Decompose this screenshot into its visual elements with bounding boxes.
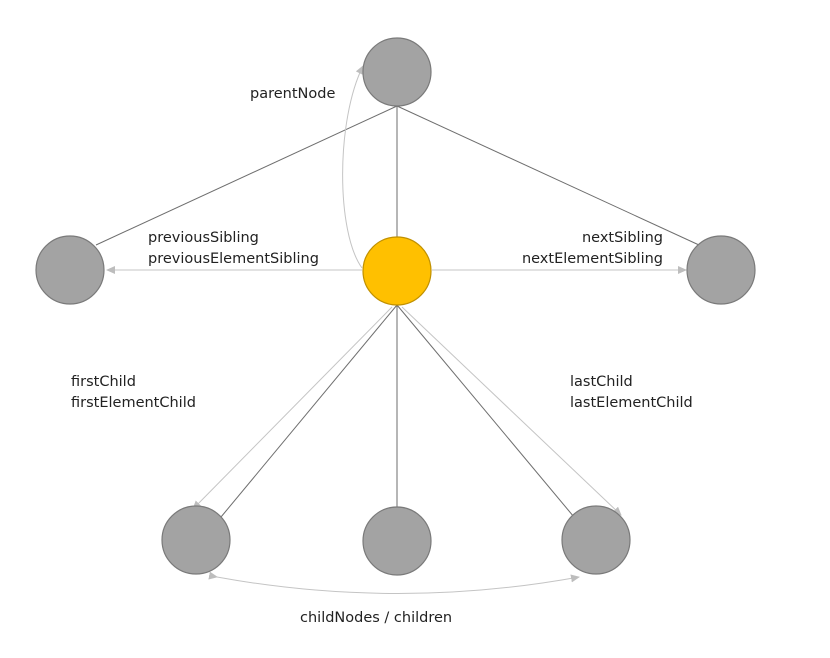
last-child-text: lastChild: [570, 374, 633, 390]
edge-parent-previous: [95, 105, 398, 246]
parent-node-circle: [362, 37, 432, 107]
edge-parent-next: [396, 105, 700, 246]
next-element-sibling-text: nextElementSibling: [521, 251, 663, 267]
parent-node-arrow: [342, 65, 364, 269]
tree-edges: [95, 105, 700, 518]
last-element-child-text: lastElementChild: [570, 395, 693, 411]
middle-child-node-circle: [362, 506, 432, 576]
last-child-arrow: [401, 306, 622, 516]
current-node-circle: [362, 236, 432, 306]
child-nodes-label: childNodes / children: [300, 608, 452, 629]
first-child-text: firstChild: [71, 374, 136, 390]
next-sibling-node-circle: [686, 235, 756, 305]
child-nodes-arrow: [208, 571, 580, 594]
navigation-arrows: [106, 65, 687, 594]
previous-element-sibling-text: previousElementSibling: [148, 251, 319, 267]
edge-current-child-last: [396, 304, 575, 518]
previous-sibling-node-circle: [35, 235, 105, 305]
first-child-node-circle: [161, 505, 231, 575]
previous-sibling-text: previousSibling: [148, 230, 259, 246]
last-child-label: lastChild lastElementChild: [570, 372, 693, 414]
next-sibling-text: nextSibling: [581, 230, 663, 246]
next-sibling-label: nextSibling nextElementSibling: [522, 228, 663, 270]
previous-sibling-label: previousSibling previousElementSibling: [148, 228, 319, 270]
parent-node-label-text: parentNode: [250, 86, 336, 102]
first-child-label: firstChild firstElementChild: [71, 372, 196, 414]
child-nodes-text: childNodes / children: [300, 610, 453, 626]
first-child-arrow: [192, 306, 393, 510]
edge-current-child-first: [220, 304, 398, 518]
last-child-node-circle: [561, 505, 631, 575]
parent-node-label: parentNode: [250, 84, 335, 105]
nodes: [35, 37, 756, 576]
first-element-child-text: firstElementChild: [71, 395, 196, 411]
